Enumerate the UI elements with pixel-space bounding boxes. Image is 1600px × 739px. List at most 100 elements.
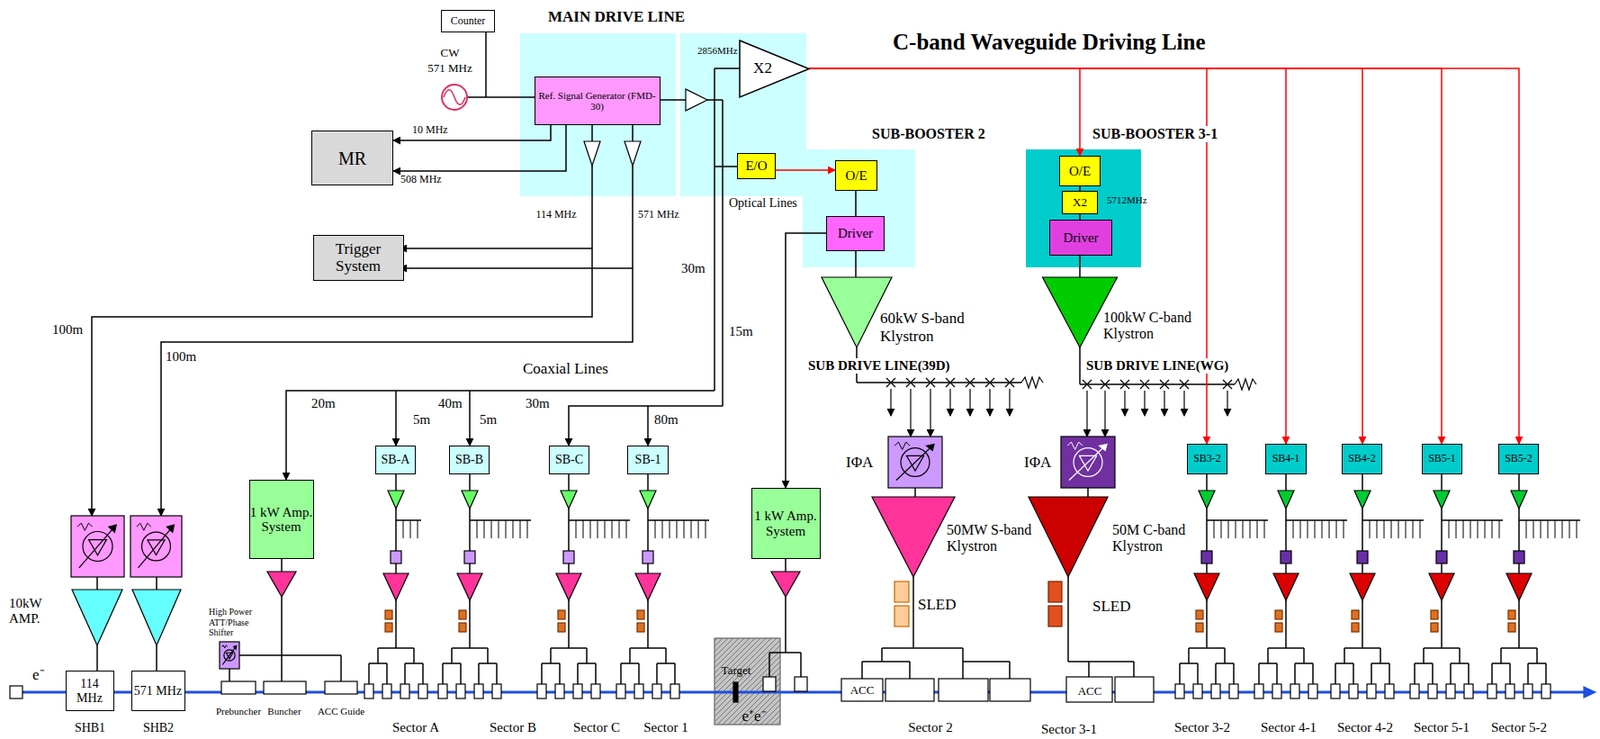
process-box: SB-A xyxy=(375,445,416,475)
process-box: Ref. Signal Generator (FMD-30) xyxy=(534,76,661,126)
wire xyxy=(1518,600,1520,648)
box-label: 571 MHz xyxy=(134,683,182,698)
wire xyxy=(1300,520,1302,539)
phase-shifter-symbol xyxy=(464,550,476,564)
annotation-label: 60kW S-band Klystron xyxy=(880,309,974,345)
wire xyxy=(604,520,606,539)
amplifier-symbol xyxy=(1194,573,1220,601)
wire xyxy=(1448,520,1450,539)
amplifier-symbol xyxy=(267,571,297,597)
amplifier-symbol xyxy=(1510,490,1528,509)
wire xyxy=(1205,508,1208,551)
wire xyxy=(1334,663,1337,684)
process-box: 1 kW Amp. System xyxy=(249,479,315,559)
wire xyxy=(567,508,570,551)
process-box: SB-B xyxy=(449,445,490,475)
wire xyxy=(1264,520,1266,539)
accelerator-box xyxy=(1464,683,1474,699)
coupler-symbol xyxy=(1120,379,1130,389)
annotation-label: 40m xyxy=(438,395,463,412)
annotation-label: CW xyxy=(440,46,460,61)
wire xyxy=(1143,390,1145,416)
box-label: SB5-1 xyxy=(1428,452,1457,465)
accelerator-box xyxy=(1290,683,1300,699)
wire xyxy=(1491,663,1493,684)
wire xyxy=(484,520,486,539)
process-box: Driver xyxy=(1049,219,1113,256)
panel: SUB-BOOSTER 3-1O/EX2Driver xyxy=(1025,149,1142,268)
wire xyxy=(1249,520,1251,539)
box-label: O/E xyxy=(1069,163,1091,180)
wire xyxy=(441,663,444,684)
annotation-label: C-band Waveguide Driving Line xyxy=(892,29,1206,56)
amplifier-symbol xyxy=(1433,490,1450,509)
wire xyxy=(929,388,931,437)
wire xyxy=(1576,520,1578,539)
wire xyxy=(386,663,388,684)
phase-shifter-symbol xyxy=(1201,550,1213,564)
wire xyxy=(714,67,740,70)
wire xyxy=(399,267,633,270)
wire xyxy=(404,662,423,665)
accelerator-box xyxy=(616,683,626,699)
wire xyxy=(1303,647,1305,664)
process-box: SB-1 xyxy=(627,445,669,475)
phase-shifter-symbol xyxy=(108,524,117,532)
wire xyxy=(340,655,342,682)
box-label: SB4-2 xyxy=(1348,452,1376,465)
phase-shifter-symbol xyxy=(642,550,654,564)
cavity-box xyxy=(324,681,358,694)
box-label: SB-C xyxy=(555,452,584,467)
sled-symbol xyxy=(1508,610,1516,620)
amplifier-symbol xyxy=(1028,496,1108,577)
wire xyxy=(1370,663,1373,684)
process-box: SB5-1 xyxy=(1421,443,1463,475)
wire xyxy=(413,647,415,664)
wire xyxy=(1294,663,1296,684)
wire xyxy=(558,663,561,684)
wire xyxy=(395,563,397,574)
coupler-symbol xyxy=(985,377,995,387)
accelerator-box xyxy=(1308,683,1318,699)
wire xyxy=(1344,647,1381,649)
accelerator-box xyxy=(1523,683,1533,699)
wire xyxy=(442,662,461,665)
annotation-label: 571 MHz xyxy=(638,208,680,222)
wire xyxy=(567,563,570,574)
wire xyxy=(631,125,634,142)
sled-symbol xyxy=(1275,622,1283,632)
wire xyxy=(1187,647,1190,664)
annotation-label: Sector 4-2 xyxy=(1337,719,1394,736)
box-label: Driver xyxy=(1062,230,1098,246)
box-label: SB-A xyxy=(381,452,411,467)
coupler-symbol xyxy=(925,377,935,387)
annotation-label: 50MW S-band Klystron xyxy=(946,521,1037,556)
wire xyxy=(1422,647,1425,664)
wire xyxy=(1526,520,1528,539)
accelerator-box xyxy=(1175,683,1185,699)
box-label: 1 kW Amp. System xyxy=(250,504,314,535)
wire xyxy=(854,251,857,278)
phase-shifter-symbol xyxy=(1513,550,1525,564)
coupler-symbol xyxy=(1005,377,1015,387)
coupler-symbol xyxy=(965,377,975,387)
panel-background xyxy=(1025,149,1142,268)
coupler-symbol xyxy=(945,377,955,387)
wire xyxy=(1569,520,1571,539)
panel-heading: SUB-BOOSTER 3-1 xyxy=(1090,125,1220,143)
accelerator-box xyxy=(1505,683,1515,699)
wire xyxy=(1440,474,1443,491)
box-label: SB-B xyxy=(455,452,484,467)
accelerator-box xyxy=(1272,683,1282,699)
annotation-label: 30m xyxy=(681,260,706,277)
wire xyxy=(585,647,588,664)
wire xyxy=(1414,662,1433,665)
wire xyxy=(908,661,911,679)
coupler-symbol xyxy=(1100,379,1110,389)
annotation-label: e⁺e⁻ xyxy=(741,707,766,726)
annotation-label: SHB2 xyxy=(143,720,174,736)
wire xyxy=(1518,508,1520,551)
coupler-symbol xyxy=(965,377,975,387)
connector xyxy=(775,169,836,171)
wire xyxy=(395,508,397,551)
